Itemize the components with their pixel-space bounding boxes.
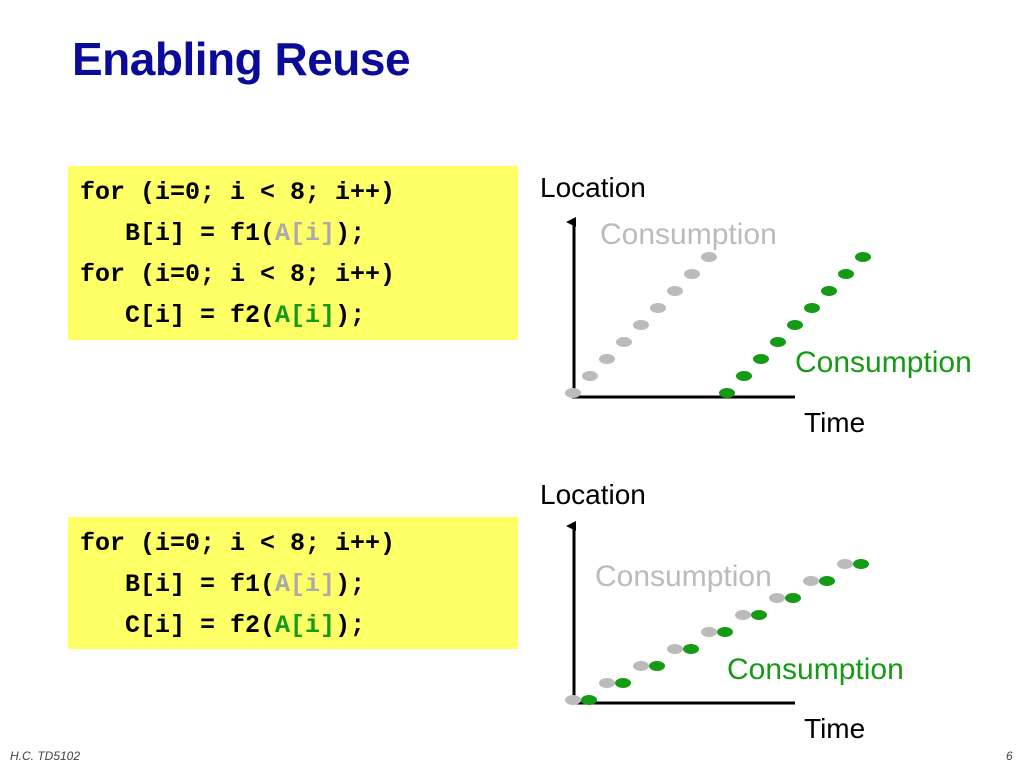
array-access-second-use: A[i] — [275, 301, 336, 330]
code-block-separate-loops: for (i=0; i < 8; i++) B[i] = f1(A[i]); f… — [68, 166, 518, 340]
top-gray-consumption-dot — [565, 388, 581, 398]
bottom-green-consumption-dot — [649, 661, 665, 671]
bottom-gray-consumption-dot — [701, 627, 717, 637]
bottom-green-consumption-series — [581, 559, 869, 705]
footer-author-course: H.C. TD5102 — [10, 749, 81, 763]
bottom-green-consumption-dot — [717, 627, 733, 637]
code-line: B[i] = f1(A[i]); — [80, 219, 366, 248]
top-location-label: Location — [540, 172, 646, 203]
bottom-green-consumption-label: Consumption — [727, 653, 904, 686]
top-gray-consumption-dot — [599, 354, 615, 364]
top-green-consumption-dot — [821, 286, 837, 296]
top-gray-consumption-dot — [684, 269, 700, 279]
bottom-time-label: Time — [804, 713, 866, 744]
code-block-fused-loop: for (i=0; i < 8; i++) B[i] = f1(A[i]); C… — [68, 517, 518, 649]
bottom-gray-consumption-dot — [735, 610, 751, 620]
top-green-consumption-dot — [719, 388, 735, 398]
bottom-green-consumption-dot — [785, 593, 801, 603]
top-gray-consumption-dot — [616, 337, 632, 347]
bottom-gray-consumption-dot — [565, 695, 581, 705]
top-gray-consumption-label: Consumption — [600, 218, 777, 251]
array-access-second-use: A[i] — [275, 611, 336, 640]
top-green-consumption-dot — [804, 303, 820, 313]
bottom-green-consumption-dot — [853, 559, 869, 569]
bottom-gray-consumption-label: Consumption — [595, 560, 772, 593]
top-green-consumption-series — [719, 252, 871, 398]
bottom-gray-consumption-dot — [837, 559, 853, 569]
code-line: C[i] = f2(A[i]); — [80, 611, 366, 640]
top-diagram-axes — [566, 217, 795, 399]
bottom-green-consumption-dot — [683, 644, 699, 654]
top-green-consumption-dot — [838, 269, 854, 279]
top-green-consumption-dot — [753, 354, 769, 364]
slide-number: 6 — [1006, 749, 1013, 763]
top-green-consumption-label: Consumption — [795, 346, 972, 379]
bottom-gray-consumption-dot — [633, 661, 649, 671]
top-time-label: Time — [804, 407, 866, 438]
slide-title: Enabling Reuse — [72, 33, 411, 85]
bottom-diagram-axes — [566, 521, 795, 705]
top-gray-consumption-series — [565, 252, 717, 398]
code-line: B[i] = f1(A[i]); — [80, 570, 366, 599]
top-gray-consumption-dot — [582, 371, 598, 381]
top-green-consumption-dot — [787, 320, 803, 330]
bottom-gray-consumption-dot — [769, 593, 785, 603]
bottom-green-consumption-dot — [819, 576, 835, 586]
top-gray-consumption-dot — [701, 252, 717, 262]
code-line: for (i=0; i < 8; i++) — [80, 178, 396, 207]
array-access-first-use: A[i] — [275, 219, 336, 248]
code-line: for (i=0; i < 8; i++) — [80, 260, 396, 289]
top-green-consumption-dot — [736, 371, 752, 381]
bottom-location-label: Location — [540, 479, 646, 510]
bottom-gray-consumption-dot — [803, 576, 819, 586]
bottom-green-consumption-dot — [751, 610, 767, 620]
code-line: for (i=0; i < 8; i++) — [80, 529, 396, 558]
bottom-green-consumption-dot — [615, 678, 631, 688]
top-gray-consumption-dot — [650, 303, 666, 313]
bottom-green-consumption-dot — [581, 695, 597, 705]
bottom-gray-consumption-series — [565, 559, 853, 705]
top-gray-consumption-dot — [667, 286, 683, 296]
bottom-gray-consumption-dot — [599, 678, 615, 688]
top-green-consumption-dot — [770, 337, 786, 347]
bottom-gray-consumption-dot — [667, 644, 683, 654]
top-green-consumption-dot — [855, 252, 871, 262]
code-line: C[i] = f2(A[i]); — [80, 301, 366, 330]
array-access-first-use: A[i] — [275, 570, 336, 599]
top-gray-consumption-dot — [633, 320, 649, 330]
